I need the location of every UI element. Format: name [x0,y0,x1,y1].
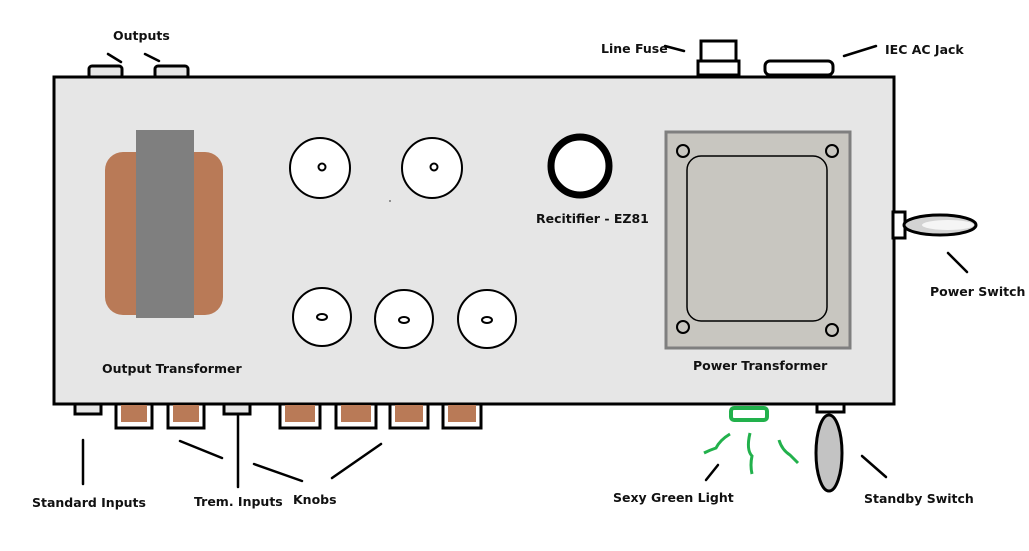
output-jacks [87,64,190,80]
green-pilot-light [703,406,800,475]
knob [278,402,322,430]
knob [334,402,378,430]
outputs-label: Outputs [113,28,170,43]
line-fuse-label: Line Fuse [601,41,668,56]
standby-switch-label: Standby Switch [864,491,974,506]
standby-switch [814,402,846,493]
iec-ac-jack [763,59,835,77]
tube-socket [292,287,352,347]
power-transformer-label: Power Transformer [693,358,828,373]
tube-socket [401,137,463,199]
trem-inputs-label: Trem. Inputs [194,494,283,509]
green-light-label: Sexy Green Light [613,490,734,505]
knob [114,402,154,430]
knob [166,402,206,430]
knob [388,402,430,430]
standard-input-jack [73,402,103,416]
output-transformer [105,130,223,318]
iec-ac-jack-label: IEC AC Jack [885,42,964,57]
power-switch [891,210,978,240]
standard-inputs-label: Standard Inputs [32,495,146,510]
rectifier-tube [547,133,613,199]
power-transformer [664,130,852,350]
knob [441,402,483,430]
tube-socket [289,137,351,199]
output-transformer-label: Output Transformer [102,361,242,376]
trem-input-jack [222,402,252,416]
power-switch-label: Power Switch [930,284,1025,299]
rectifier-label: Recitifier - EZ81 [536,211,649,226]
line-fuse-holder [696,39,741,77]
knobs-label: Knobs [293,492,337,507]
tube-socket [374,289,434,349]
tube-socket [457,289,517,349]
leader-lines [81,44,969,489]
